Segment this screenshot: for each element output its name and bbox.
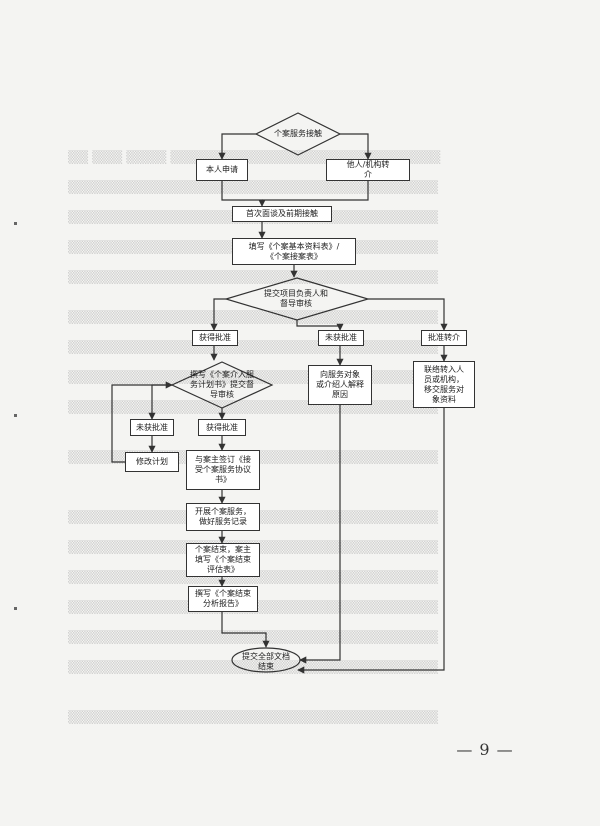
fill-forms-node: 填写《个案基本资料表》/ 《个案接案表》: [232, 238, 356, 265]
scan-mark: [14, 607, 17, 610]
not-approved-node: 未获批准: [130, 419, 174, 436]
bleed-through-text: ▒▒▒▒▒▒▒▒▒▒▒▒▒▒▒▒▒▒▒▒▒▒▒▒▒▒▒▒▒▒▒▒▒▒▒▒▒: [68, 710, 438, 725]
first-interview-node: 首次面谈及前期接触: [232, 206, 332, 222]
start-node: 个案服务接触: [274, 129, 322, 138]
start-diamond: [254, 112, 342, 156]
bleed-through-text: ▒▒▒▒▒▒▒▒▒▒▒▒▒▒▒▒▒▒▒▒▒▒▒▒▒▒▒▒▒▒▒▒▒▒▒▒▒: [68, 570, 438, 585]
bleed-through-text: ▒▒▒▒▒▒▒▒▒▒▒▒▒▒▒▒▒▒▒▒▒▒▒▒▒▒▒▒▒▒▒▒▒▒▒▒▒: [68, 660, 438, 675]
referral-node: 他人/机构转 介: [326, 159, 410, 181]
scan-mark: [14, 414, 17, 417]
bleed-through-text: ▒▒▒▒▒▒▒▒▒▒▒▒▒▒▒▒▒▒▒▒▒▒▒▒▒▒▒▒▒▒▒▒▒▒▒▒▒: [68, 180, 438, 195]
sign-agreement-node: 与案主签订《接 受个案服务协议 书》: [186, 450, 260, 490]
contact-transfer-node: 联络转入人 员或机构， 移交服务对 象资料: [413, 361, 475, 408]
approved-node: 获得批准: [198, 419, 246, 436]
write-plan-node: 撰写《个案介入服 务计划书》提交督 导审核: [190, 370, 254, 399]
approve-transfer-node: 批准转介: [421, 330, 467, 346]
bleed-through-text: ▒▒▒▒▒▒▒▒▒▒▒▒▒▒▒▒▒▒▒▒▒▒▒▒▒▒▒▒▒▒▒▒▒▒▒▒▒: [68, 630, 438, 645]
write-report-node: 撰写《个案结束 分析报告》: [188, 586, 258, 612]
end-node: 提交全部文档 结束: [242, 652, 290, 671]
revise-plan-node: 修改计划: [125, 452, 179, 472]
bleed-through-text: ▒▒▒▒▒▒▒▒▒▒▒▒▒▒▒▒▒▒▒▒▒▒▒▒▒▒▒▒▒▒▒▒▒▒▒▒▒: [68, 270, 438, 285]
case-closed-evaluation-node: 个案结束，案主 填写《个案结束 评估表》: [186, 543, 260, 577]
not-approved-node: 未获批准: [318, 330, 364, 346]
scan-mark: [14, 222, 17, 225]
supervisor-review-node: 提交项目负责人和 督导审核: [264, 289, 328, 308]
page-number: — 9 —: [456, 740, 514, 759]
approved-node: 获得批准: [192, 330, 238, 346]
explain-reason-node: 向服务对象 或介绍人解释 原因: [308, 365, 372, 405]
carry-out-service-node: 开展个案服务， 做好服务记录: [186, 503, 260, 531]
self-apply-node: 本人申请: [196, 159, 248, 181]
bleed-through-text: ▒▒▒▒▒▒▒▒▒▒▒▒▒▒▒▒▒▒▒▒▒▒▒▒▒▒▒▒▒▒▒▒▒▒▒▒▒: [68, 310, 438, 325]
